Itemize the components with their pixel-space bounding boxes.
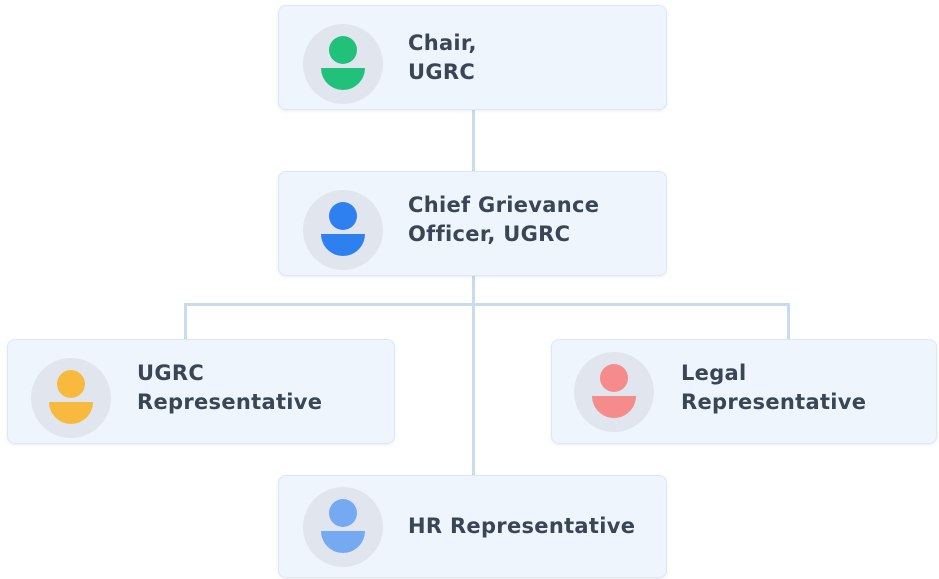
node-title-line-2: Representative [137,390,323,414]
node-title-line-2: Officer, UGRC [408,222,571,246]
node-title-line-1: HR Representative [408,514,636,538]
node-title: Legal Representative [681,359,866,417]
connector-chief-down [472,276,475,476]
node-title-line-1: Legal [681,361,747,385]
node-title: HR Representative [408,512,635,541]
node-title-line-1: Chief Grievance [408,193,600,217]
person-icon [303,190,383,270]
node-title-line-2: UGRC [408,60,476,84]
person-icon-body [49,402,93,424]
person-icon-head [600,364,628,392]
node-card-legal-representative[interactable]: Legal Representative [551,339,937,444]
connector-chair-to-chief [472,110,475,172]
node-title-line-1: Chair, [408,31,477,55]
person-icon-head [57,370,85,398]
node-card-hr-representative[interactable]: HR Representative [278,475,667,578]
person-icon-head [329,202,357,230]
person-icon [303,24,383,104]
person-icon [574,352,654,432]
node-card-chief-grievance-officer[interactable]: Chief Grievance Officer, UGRC [278,171,667,276]
node-card-chair[interactable]: Chair, UGRC [278,5,667,110]
node-card-ugrc-representative[interactable]: UGRC Representative [7,339,395,444]
node-title-line-2: Representative [681,390,867,414]
connector-to-ugrc-representative [184,303,187,339]
person-icon-body [321,531,365,553]
node-title-line-1: UGRC [137,361,205,385]
person-icon [31,358,111,438]
person-icon-body [321,234,365,256]
person-icon-head [329,499,357,527]
connector-to-legal-representative [787,303,790,339]
node-title: Chair, UGRC [408,29,477,87]
node-title: UGRC Representative [137,359,322,417]
person-icon-body [321,68,365,90]
person-icon-body [592,396,636,418]
connector-horizontal-branch [184,303,790,306]
person-icon-head [329,36,357,64]
node-title: Chief Grievance Officer, UGRC [408,191,599,249]
person-icon [303,487,383,567]
